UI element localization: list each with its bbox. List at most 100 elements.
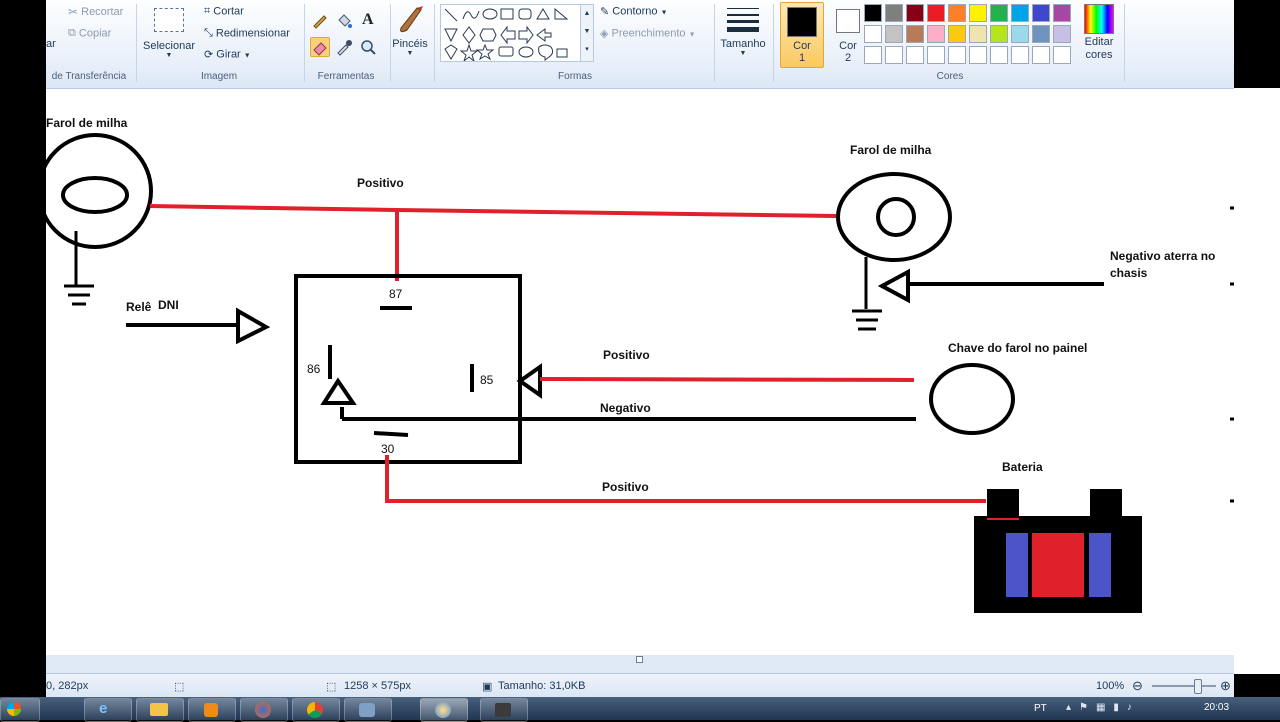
image-dimensions: 1258 × 575px: [344, 680, 411, 692]
palette-swatch-empty[interactable]: [906, 46, 924, 64]
palette-swatch-empty[interactable]: [948, 46, 966, 64]
size-button[interactable]: Tamanho ▼: [718, 4, 768, 66]
palette-swatch[interactable]: [990, 25, 1008, 43]
clock[interactable]: 20:03: [1204, 702, 1230, 713]
label-rele: Relê: [126, 300, 152, 314]
palette-swatch[interactable]: [1011, 25, 1029, 43]
text-tool[interactable]: A: [358, 10, 378, 30]
taskbar-chrome[interactable]: [292, 698, 340, 722]
taskbar-app[interactable]: [344, 698, 392, 722]
group-divider: [714, 4, 715, 82]
palette-swatch-empty[interactable]: [1053, 46, 1071, 64]
label-farol-left: Farol de milha: [46, 116, 128, 130]
outline-button[interactable]: ✎ Contorno ▼: [600, 5, 668, 18]
palette-swatch-empty[interactable]: [1011, 46, 1029, 64]
palette-swatch[interactable]: [885, 25, 903, 43]
zoom-out-icon[interactable]: ⊖: [1132, 678, 1143, 693]
palette-swatch[interactable]: [1032, 25, 1050, 43]
folder-icon: [150, 703, 168, 716]
palette-swatch[interactable]: [927, 25, 945, 43]
eraser-tool[interactable]: [310, 37, 330, 57]
zoom-slider[interactable]: [1152, 679, 1216, 694]
palette-swatch[interactable]: [885, 4, 903, 22]
shapes-scroll[interactable]: ▲▼▾: [580, 4, 594, 62]
palette-swatch[interactable]: [1053, 25, 1071, 43]
fill-tool[interactable]: [334, 10, 354, 30]
contact-30: [373, 431, 409, 437]
palette-swatch-empty[interactable]: [885, 46, 903, 64]
taskbar-firefox[interactable]: [240, 698, 288, 722]
brushes-button[interactable]: Pincéis ▼: [392, 4, 428, 66]
taskbar-paint[interactable]: [420, 698, 468, 722]
wiring-diagram: [46, 133, 1234, 613]
fill-icon: ◈: [600, 28, 609, 40]
pencil-tool[interactable]: [310, 10, 330, 30]
edit-colors-button[interactable]: Editar cores: [1076, 4, 1122, 66]
palette-swatch[interactable]: [1032, 4, 1050, 22]
palette-swatch[interactable]: [1011, 4, 1029, 22]
cut-button[interactable]: ✂ Recortar: [68, 5, 124, 19]
tray-icons[interactable]: ▴⚑▦▮♪: [1066, 702, 1140, 713]
label-negativo-chassis: Negativo aterra no chasis: [1110, 249, 1216, 280]
group-divider: [304, 4, 305, 82]
eraser-icon: [313, 42, 327, 56]
app-icon: [359, 703, 375, 717]
paste-button[interactable]: ar: [46, 38, 56, 50]
wire-positivo-bottom: [385, 455, 986, 503]
chevron-down-icon: ▼: [165, 52, 173, 59]
group-divider: [434, 4, 435, 82]
palette-swatch-empty[interactable]: [990, 46, 1008, 64]
palette-swatch[interactable]: [864, 25, 882, 43]
color1-button[interactable]: Cor 1: [780, 2, 824, 68]
palette-swatch[interactable]: [969, 4, 987, 22]
palette-swatch-empty[interactable]: [927, 46, 945, 64]
palette-swatch[interactable]: [990, 4, 1008, 22]
zoom-slider-thumb[interactable]: [1194, 679, 1202, 694]
dashboard-switch: [929, 363, 1015, 435]
palette-swatch[interactable]: [948, 25, 966, 43]
text-icon: A: [362, 11, 374, 28]
palette-swatch[interactable]: [948, 4, 966, 22]
palette-swatch-empty[interactable]: [864, 46, 882, 64]
start-button[interactable]: [0, 698, 40, 722]
rotate-button[interactable]: ⟳ Girar ▼: [204, 48, 251, 61]
magnifier-icon: [361, 40, 376, 55]
zoom-in-icon[interactable]: ⊕: [1220, 678, 1231, 693]
ribbon: ar ✂ Recortar ⧉ Copiar de Transferência …: [46, 0, 1234, 89]
image-group-label: Imagem: [200, 71, 238, 82]
group-divider: [1124, 4, 1125, 82]
taskbar-media[interactable]: [188, 698, 236, 722]
clipboard-group-label: de Transferência: [51, 71, 127, 82]
ground-symbol-right: [852, 257, 882, 331]
fill-button[interactable]: ◈ Preenchimento ▼: [600, 27, 696, 40]
palette-swatch-empty[interactable]: [1032, 46, 1050, 64]
shapes-gallery[interactable]: [440, 4, 582, 63]
taskbar-explorer[interactable]: [136, 698, 184, 722]
resize-button[interactable]: ⤡ Redimensionar: [204, 27, 290, 40]
color-picker-tool[interactable]: [334, 37, 354, 57]
drawing-canvas[interactable]: Farol de milha Positivo Farol de milha R…: [46, 89, 1234, 655]
canvas-right-strip: [1234, 88, 1280, 674]
copy-button[interactable]: ⧉ Copiar: [68, 27, 112, 40]
arrow-86: [320, 377, 357, 405]
battery: [974, 489, 1142, 613]
palette-swatch[interactable]: [906, 25, 924, 43]
language-indicator[interactable]: PT: [1034, 703, 1047, 714]
palette-swatch[interactable]: [969, 25, 987, 43]
taskbar: e PT ▴⚑▦▮♪ 20:03: [0, 697, 1280, 722]
palette-swatch[interactable]: [1053, 4, 1071, 22]
palette-swatch[interactable]: [927, 4, 945, 22]
magnifier-tool[interactable]: [358, 37, 378, 57]
windows-logo-icon: [7, 702, 21, 716]
select-button[interactable]: Selecionar ▼: [142, 6, 196, 64]
taskbar-video[interactable]: [480, 698, 528, 722]
resize-icon: ⤡: [204, 27, 213, 39]
dimensions-icon: ⬚: [326, 681, 337, 693]
color2-button[interactable]: Cor 2: [828, 2, 868, 66]
palette-swatch[interactable]: [864, 4, 882, 22]
canvas-resize-handle[interactable]: [636, 656, 643, 663]
palette-swatch[interactable]: [906, 4, 924, 22]
taskbar-ie[interactable]: e: [84, 698, 132, 722]
crop-button[interactable]: ⌗ Cortar: [204, 5, 244, 18]
palette-swatch-empty[interactable]: [969, 46, 987, 64]
